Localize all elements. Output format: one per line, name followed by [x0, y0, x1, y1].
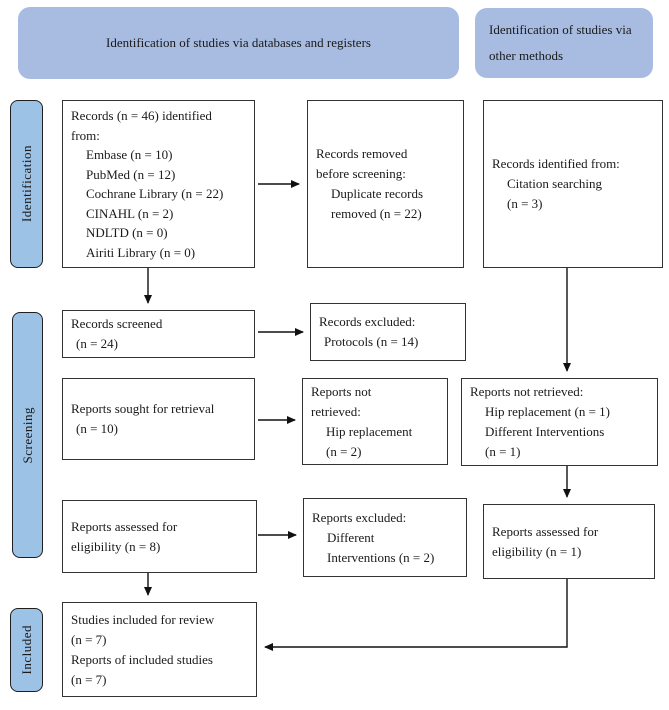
stage-label: Screening [19, 406, 35, 464]
box-line: Interventions (n = 2) [327, 549, 435, 565]
box-line: Studies included for review [71, 611, 215, 627]
header-other-methods: Identification of studies via other meth… [475, 8, 653, 78]
box-line: Reports assessed for [71, 518, 178, 534]
box-line: (n = 24) [76, 336, 118, 351]
box-line: Protocols (n = 14) [324, 334, 419, 349]
box-line: Reports not retrieved: [470, 384, 584, 399]
header-label: Identification of studies via [489, 22, 632, 37]
box-line: Reports not [311, 383, 372, 399]
box-line: (n = 7) [71, 671, 107, 687]
box-reports-sought: Reports sought for retrieval (n = 10) [62, 378, 255, 460]
box-line: Cochrane Library (n = 22) [86, 186, 224, 201]
box-line: (n = 7) [71, 631, 107, 647]
box-reports-assessed-other: Reports assessed for eligibility (n = 1) [483, 504, 655, 579]
box-line: Reports of included studies [71, 651, 213, 667]
box-line: Hip replacement (n = 1) [485, 404, 611, 419]
box-line: eligibility (n = 8) [71, 538, 161, 554]
stage-tab-included: Included [10, 608, 43, 692]
box-line: PubMed (n = 12) [86, 166, 176, 182]
box-line: Citation searching [507, 176, 602, 191]
box-line: CINAHL (n = 2) [86, 205, 174, 221]
header-label: Identification of studies via databases … [106, 35, 371, 50]
box-line: Records (n = 46) identified [71, 108, 212, 123]
box-line: Embase (n = 10) [86, 147, 173, 162]
box-citation-searching: Records identified from: Citation search… [483, 100, 663, 268]
box-line: (n = 1) [485, 444, 521, 459]
box-studies-included: Studies included for review (n = 7) Repo… [62, 602, 257, 697]
box-line: Reports sought for retrieval [71, 401, 215, 416]
box-line: (n = 10) [76, 421, 118, 436]
box-line: NDLTD (n = 0) [86, 225, 168, 240]
header-label: other methods [489, 48, 564, 63]
stage-tab-screening: Screening [12, 312, 43, 558]
stage-label: Included [18, 625, 34, 675]
box-line: eligibility (n = 1) [492, 543, 582, 559]
box-line: (n = 3) [507, 196, 543, 211]
box-records-identified: Records (n = 46) identified from: Embase… [62, 100, 255, 268]
box-reports-assessed-db: Reports assessed for eligibility (n = 8) [62, 500, 257, 573]
stage-label: Identification [18, 145, 34, 223]
arrow-assessed-other-to-included [264, 579, 568, 651]
box-line: Airiti Library (n = 0) [86, 244, 196, 260]
stage-tab-identification: Identification [10, 100, 43, 268]
box-records-excluded: Records excluded: Protocols (n = 14) [310, 303, 466, 361]
box-line: Reports assessed for [492, 523, 599, 539]
box-line: Records screened [71, 316, 163, 331]
box-line: Hip replacement [326, 423, 413, 439]
box-line: removed (n = 22) [331, 206, 422, 221]
box-line: retrieved: [311, 403, 361, 419]
box-duplicates-removed: Records removed before screening: Duplic… [307, 100, 464, 268]
box-line: Reports excluded: [312, 509, 407, 525]
box-reports-excluded: Reports excluded: Different Intervention… [303, 498, 467, 577]
box-line: Duplicate records [331, 186, 424, 201]
box-line: Records removed [316, 146, 408, 161]
box-line: Records identified from: [492, 156, 620, 171]
box-reports-not-retrieved-db: Reports not retrieved: Hip replacement (… [302, 378, 448, 465]
header-databases-registers: Identification of studies via databases … [18, 7, 459, 79]
box-line: Different Interventions [485, 424, 605, 439]
box-line: Records excluded: [319, 314, 416, 329]
box-line: from: [71, 127, 100, 143]
box-line: Different [327, 529, 375, 545]
box-line: (n = 2) [326, 443, 362, 459]
box-records-screened: Records screened (n = 24) [62, 310, 255, 358]
box-line: before screening: [316, 166, 406, 181]
box-reports-not-retrieved-other: Reports not retrieved: Hip replacement (… [461, 378, 658, 466]
